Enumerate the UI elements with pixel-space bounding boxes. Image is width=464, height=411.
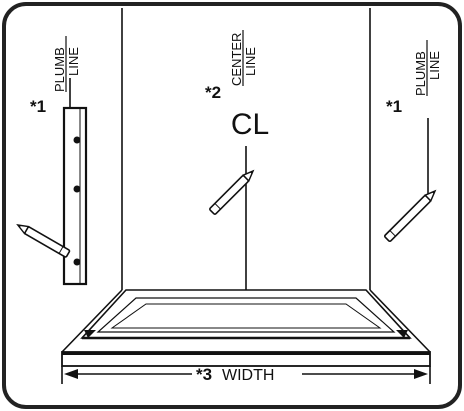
shower-base [61, 289, 431, 367]
screw-hole [73, 136, 81, 144]
pencil-icon [209, 169, 255, 215]
width-label: WIDTH [222, 367, 274, 384]
center-label-line1: CENTER [229, 33, 244, 86]
plumb-label-left-line1: PLUMB [52, 47, 67, 92]
plumb-label-right-line2: LINE [427, 51, 442, 80]
plumb-label-right-line1: PLUMB [413, 51, 428, 96]
double-arrow-icon [61, 366, 431, 384]
screw-hole [73, 185, 81, 193]
callout-marker-plumb-left: *1 [30, 97, 46, 116]
width-marker: *3 [196, 365, 212, 384]
center-label-line2: LINE [243, 47, 258, 76]
centerline-symbol: CL [231, 108, 269, 141]
plumb-line-left [62, 78, 88, 286]
wall-stud-board [62, 106, 88, 286]
svg-text:CL: CL [231, 108, 269, 141]
pencil-icon [16, 224, 71, 258]
screw-hole [73, 258, 81, 266]
wall-lines [61, 8, 431, 353]
callout-marker-plumb-right: *1 [386, 97, 402, 116]
pencil-icon [383, 189, 437, 243]
callout-marker-center: *2 [205, 83, 221, 102]
plumb-label-left-line2: LINE [66, 47, 81, 76]
